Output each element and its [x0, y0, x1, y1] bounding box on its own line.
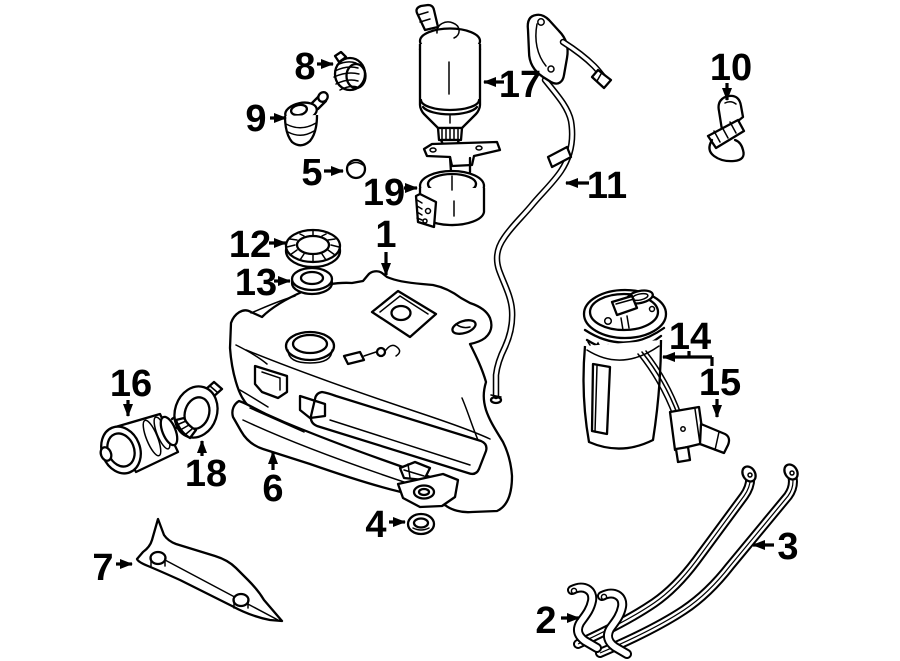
callout-11: 11	[565, 165, 627, 207]
callout-8-label: 8	[294, 46, 315, 88]
callout-15-label: 15	[699, 362, 741, 404]
callout-16-label: 16	[110, 363, 152, 405]
callout-10-label: 10	[710, 47, 752, 89]
callout-1: 1	[375, 214, 397, 276]
part-18-filter-clamp	[173, 380, 224, 440]
callout-12: 12	[229, 224, 287, 266]
callout-12-label: 12	[229, 224, 271, 266]
part-15-pump-bracket	[668, 405, 731, 464]
part-2-strap-hooks	[567, 582, 632, 659]
callout-6-label: 6	[262, 468, 283, 510]
callout-15: 15	[699, 362, 741, 418]
tank-mount-foot	[396, 460, 460, 509]
part-1-fuel-tank	[228, 270, 514, 514]
callout-14: 14	[662, 316, 714, 366]
callout-19-label: 19	[363, 172, 405, 214]
callout-13: 13	[235, 262, 291, 304]
part-9-vent-valve	[283, 91, 329, 147]
part-16-fuel-filter	[99, 409, 189, 475]
callout-18-label: 18	[185, 453, 227, 495]
part-13-seal-ring	[290, 266, 334, 296]
callout-18: 18	[185, 440, 227, 495]
part-8-cap	[333, 50, 367, 92]
callout-17-label: 17	[499, 64, 541, 106]
part-14-fuel-pump-module	[582, 288, 682, 450]
callout-1-label: 1	[375, 214, 396, 256]
part-4-grommet	[406, 512, 436, 536]
callouts: 1 2 3 4 5 6 7 8	[92, 46, 798, 642]
part-11-vent-pipe	[489, 13, 613, 405]
callout-6: 6	[262, 451, 284, 510]
callout-17: 17	[483, 64, 541, 106]
callout-10: 10	[710, 47, 752, 101]
callout-8: 8	[294, 46, 334, 88]
callout-11-label: 11	[587, 165, 627, 207]
part-19-canister-clamp	[414, 140, 502, 229]
callout-9: 9	[245, 98, 287, 140]
callout-4-label: 4	[365, 504, 386, 546]
callout-5-label: 5	[301, 152, 322, 194]
callout-2: 2	[535, 600, 580, 642]
part-12-lock-ring	[284, 228, 342, 269]
callout-19: 19	[363, 172, 418, 214]
callout-16: 16	[110, 363, 152, 417]
callout-4: 4	[365, 504, 406, 546]
part-7-support-bracket	[135, 517, 284, 623]
callout-13-label: 13	[235, 262, 277, 304]
part-5-seal-ball	[345, 158, 367, 180]
callout-3: 3	[752, 526, 799, 568]
callout-5: 5	[301, 152, 344, 194]
callout-3-label: 3	[777, 526, 798, 568]
callout-2-label: 2	[535, 600, 556, 642]
callout-9-label: 9	[245, 98, 266, 140]
callout-7: 7	[92, 547, 133, 589]
callout-7-label: 7	[92, 547, 113, 589]
